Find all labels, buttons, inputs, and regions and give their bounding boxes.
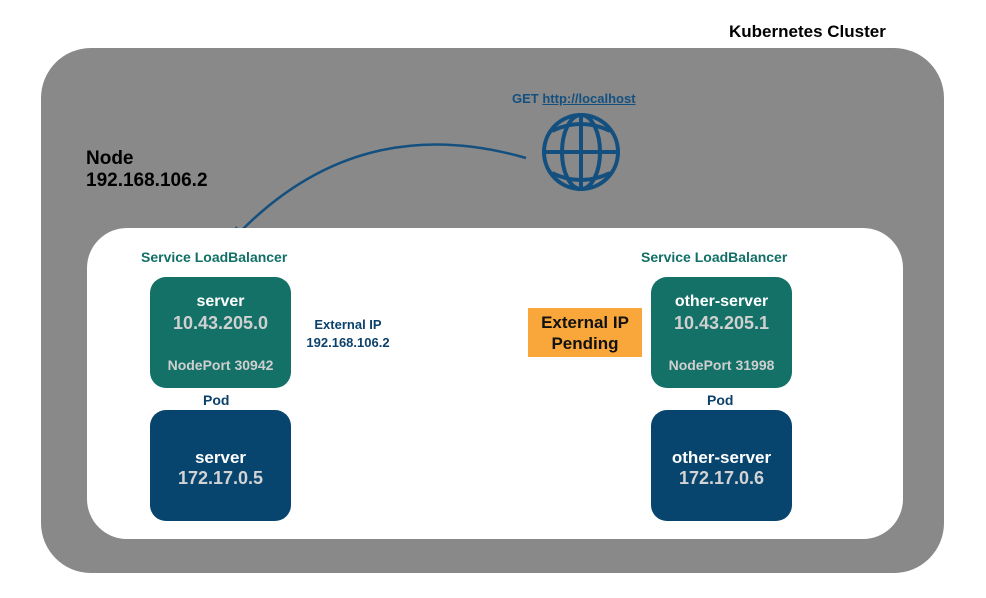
- node-ip: 192.168.106.2: [86, 170, 208, 191]
- external-ip-value: Pending: [551, 334, 619, 353]
- pod-name: server: [194, 448, 247, 467]
- service-node-port: NodePort 30942: [167, 357, 274, 373]
- node-label-title: Node: [86, 148, 134, 169]
- pod-ip: 172.17.0.5: [177, 468, 264, 488]
- external-ip-value: 192.168.106.2: [306, 335, 390, 350]
- service-cluster-ip: 10.43.205.1: [673, 313, 770, 333]
- pod-box-other-server[interactable]: other-server 172.17.0.6: [651, 410, 792, 521]
- globe-icon: [542, 113, 620, 191]
- service-box-other-server[interactable]: other-server 10.43.205.1 NodePort 31998: [651, 277, 792, 388]
- external-ip-title: External IP: [314, 317, 382, 332]
- service-node-port: NodePort 31998: [668, 357, 775, 373]
- external-ip-title: External IP: [541, 313, 629, 332]
- node-label: Node 192.168.106.2: [86, 148, 208, 192]
- service-title: Service LoadBalancer: [141, 249, 288, 265]
- external-ip-pending-badge: External IP Pending: [528, 308, 642, 357]
- service-name: server: [196, 293, 245, 310]
- request-url-link[interactable]: http://localhost: [542, 91, 636, 106]
- request-method: GET: [512, 91, 539, 106]
- service-title: Service LoadBalancer: [641, 249, 788, 265]
- pod-box-server[interactable]: server 172.17.0.5: [150, 410, 291, 521]
- pod-name: other-server: [671, 448, 772, 467]
- request-label: GET http://localhost: [512, 91, 636, 106]
- pod-ip: 172.17.0.6: [678, 468, 765, 488]
- pod-label: Pod: [203, 392, 230, 408]
- cluster-title: Kubernetes Cluster: [729, 22, 886, 41]
- service-name: other-server: [674, 293, 769, 310]
- service-box-server[interactable]: server 10.43.205.0 NodePort 30942: [150, 277, 291, 388]
- pod-label: Pod: [707, 392, 734, 408]
- external-ip-label: External IP 192.168.106.2: [296, 316, 400, 352]
- service-cluster-ip: 10.43.205.0: [172, 313, 269, 333]
